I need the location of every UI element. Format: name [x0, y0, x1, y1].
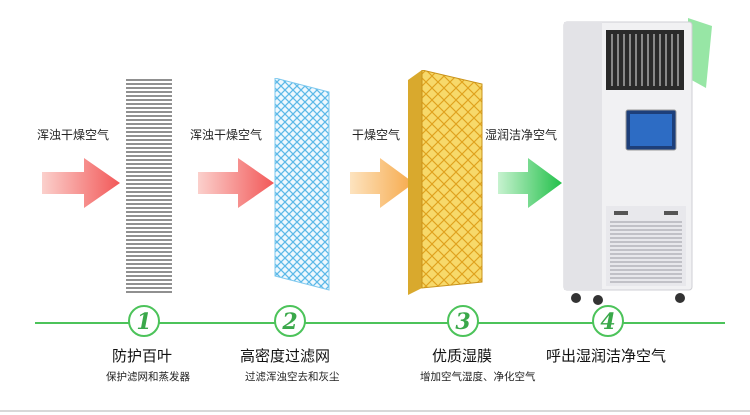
step-3-subtitle: 增加空气湿度、净化空气 — [420, 371, 536, 383]
green-arrow-icon — [498, 158, 562, 208]
step-2-title: 高密度过滤网 — [240, 347, 331, 365]
timeline-line — [35, 322, 725, 324]
red-arrow-2-icon — [198, 158, 274, 208]
step-2-number: 2 — [281, 309, 297, 335]
flow-label-1: 浑浊干燥空气 — [37, 128, 110, 142]
step-1-subtitle: 保护滤网和蒸发器 — [106, 371, 190, 383]
filter-mesh-icon — [274, 78, 330, 291]
louver-icon — [126, 79, 172, 293]
flow-label-3: 干燥空气 — [352, 128, 401, 142]
step-1-title: 防护百叶 — [112, 347, 173, 365]
wet-membrane-icon — [408, 70, 483, 295]
humidifier-unit-icon — [563, 18, 712, 305]
step-4-number: 4 — [600, 309, 615, 335]
flow-label-2: 浑浊干燥空气 — [190, 128, 263, 142]
step-2-subtitle: 过滤浑浊空去和灰尘 — [245, 371, 340, 383]
bottom-divider — [0, 410, 750, 412]
step-3-number: 3 — [455, 309, 470, 335]
step-1-badge-icon: 1 — [128, 305, 160, 337]
red-arrow-icon — [42, 158, 120, 208]
step-3-title: 优质湿膜 — [432, 347, 493, 365]
step-4-title: 呼出湿润洁净空气 — [546, 347, 667, 365]
step-3-badge-icon: 3 — [447, 305, 479, 337]
flow-label-4: 湿润洁净空气 — [485, 128, 558, 142]
step-4-badge-icon: 4 — [592, 305, 624, 337]
orange-arrow-icon — [350, 158, 414, 208]
step-1-number: 1 — [136, 309, 151, 335]
step-2-badge-icon: 2 — [274, 305, 306, 337]
